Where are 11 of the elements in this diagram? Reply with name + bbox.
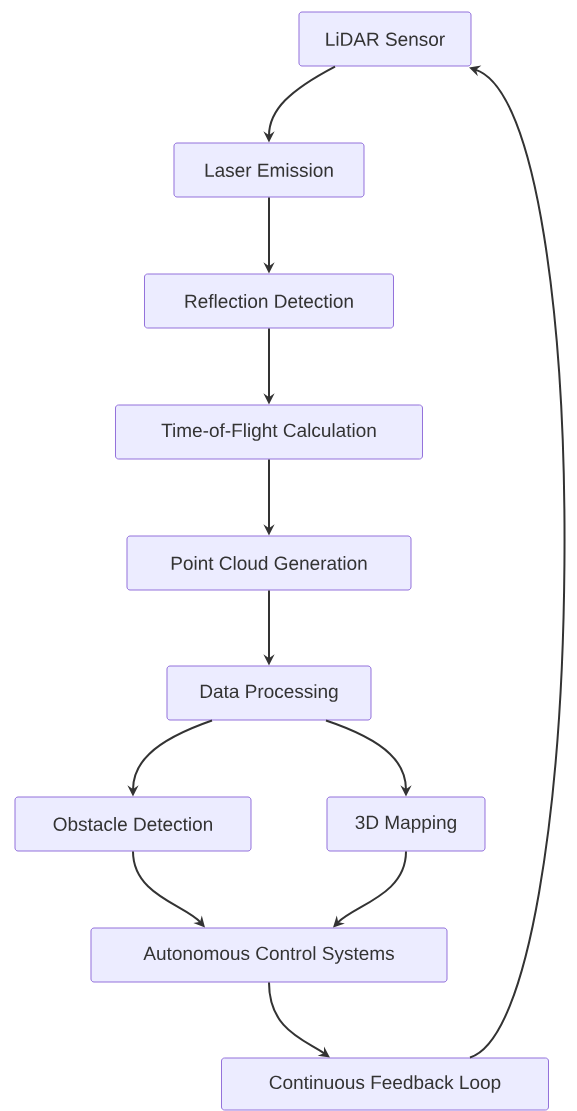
process-box: Reflection Detection <box>144 273 394 329</box>
process-box: 3D Mapping <box>326 796 486 852</box>
process-box: LiDAR Sensor <box>298 11 472 67</box>
process-box: Data Processing <box>166 665 372 721</box>
process-box: Point Cloud Generation <box>126 535 412 591</box>
process-box: Obstacle Detection <box>14 796 252 852</box>
process-box: Laser Emission <box>173 142 365 198</box>
arrow <box>268 981 330 1058</box>
process-box: Time-of-Flight Calculation <box>115 404 423 460</box>
process-box: Autonomous Control Systems <box>90 927 448 983</box>
process-box: Continuous Feedback Loop <box>221 1057 549 1111</box>
